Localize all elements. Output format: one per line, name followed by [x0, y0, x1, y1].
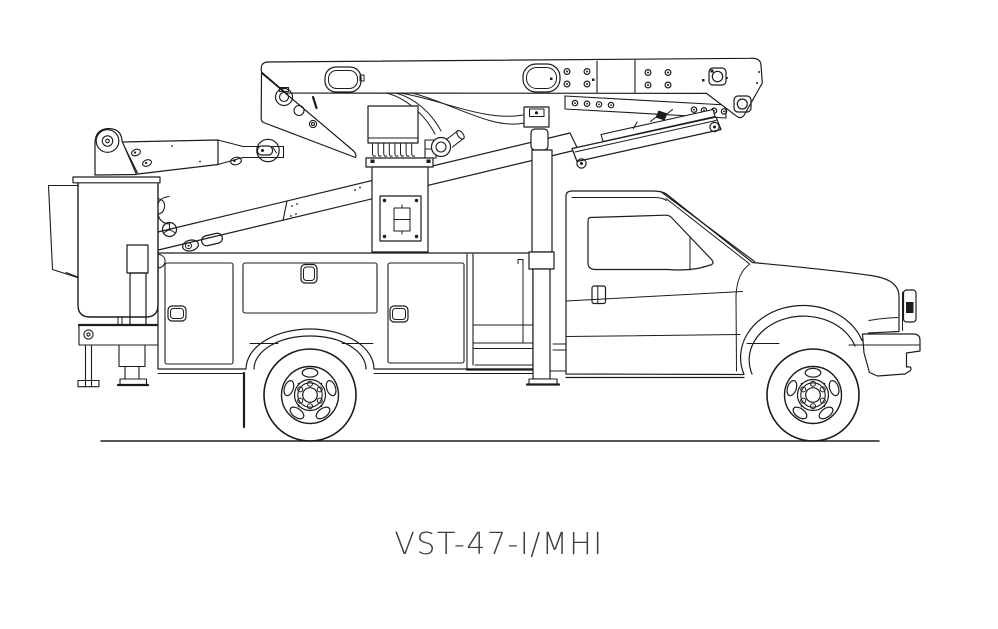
jib-shackle — [256, 138, 280, 163]
front-wheel — [766, 348, 860, 442]
upper-boom — [260, 57, 763, 159]
bed-door-rear — [164, 262, 234, 365]
rear-outriggers — [77, 323, 160, 388]
lift-mast — [523, 106, 561, 386]
bucket-arm — [94, 127, 285, 176]
pedestal-control-plate — [379, 195, 422, 242]
truck-cab — [552, 190, 900, 379]
door-window — [587, 214, 714, 271]
bucket-platform — [47, 176, 166, 326]
lift-cylinder-linkage — [564, 95, 728, 169]
front-end — [746, 289, 921, 377]
door-front-seam — [735, 263, 751, 372]
front-bumper — [861, 333, 921, 377]
door-handle — [591, 285, 607, 305]
bucket-liner — [47, 184, 80, 279]
model-label: VST-47-I/MHI — [394, 527, 604, 562]
pedestal-turret — [365, 105, 465, 253]
a-pillar — [661, 191, 756, 263]
boom-tip-plate — [260, 72, 357, 159]
bed-door-top — [242, 262, 378, 314]
bed-door-front — [387, 262, 465, 364]
rear-wheel — [263, 348, 357, 442]
utility-bed — [157, 252, 567, 374]
